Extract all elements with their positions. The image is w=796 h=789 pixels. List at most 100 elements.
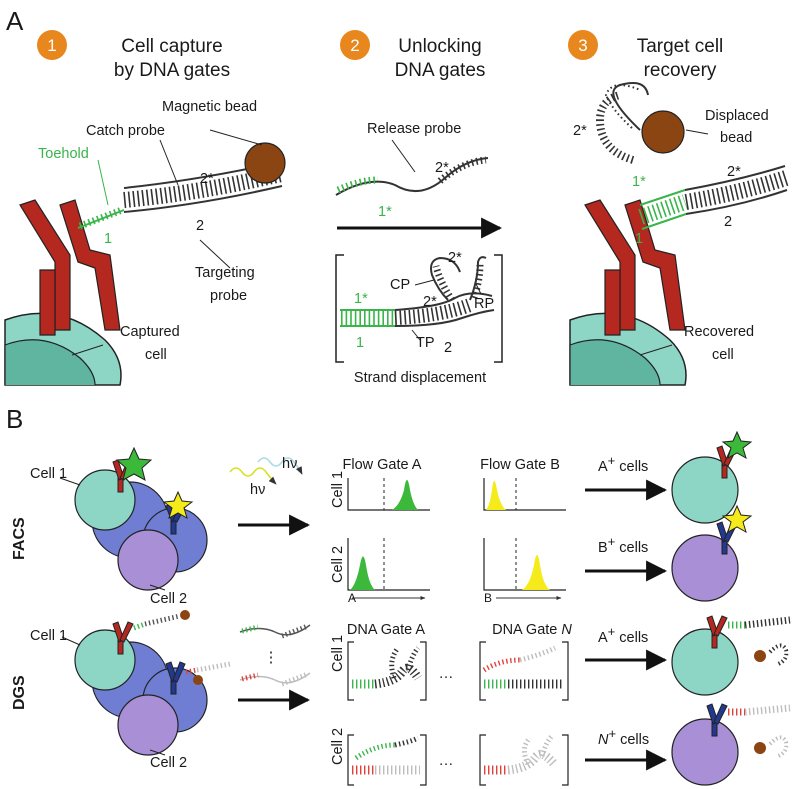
step-1-illustration: Magnetic bead Catch probe Toehold 2* 2 1… (4, 99, 286, 386)
cp-2star-mid-label: 2* (423, 294, 437, 310)
cell-nucleus (4, 339, 96, 386)
recovered-duplex (684, 170, 789, 210)
step-2-header: 2 Unlocking DNA gates (340, 30, 485, 81)
disp-2-label: 2 (444, 340, 452, 356)
segment-1-label: 1 (104, 231, 112, 247)
flow-gate-b-label: Flow Gate B (480, 457, 560, 473)
s3-2star-label: 2* (727, 164, 741, 180)
step-3-title-line1: Target cell (637, 36, 724, 57)
facs-plot-row1-label: Cell 1 (330, 471, 346, 508)
targeting-probe-label-line1: Targeting (195, 265, 255, 281)
dgs-cell-cluster: Cell 1 Cell 2 (30, 610, 231, 771)
step-1-header: 1 Cell capture by DNA gates (37, 30, 230, 81)
release-probe-label: Release probe (367, 121, 461, 137)
facs-row-label: FACS (11, 517, 28, 560)
step-1-title-line1: Cell capture (121, 36, 222, 57)
release-1star-label: 1* (378, 204, 392, 220)
facs-histogram-green-low (350, 556, 375, 590)
dgs-cell-2-label: Cell 2 (150, 755, 187, 771)
displaced-strand (595, 91, 635, 164)
dna-gate-n-cell2 (479, 734, 569, 786)
magnetic-bead-label: Magnetic bead (162, 99, 257, 115)
facs-cell-2-label: Cell 2 (150, 591, 187, 607)
dgs-vertical-ellipsis: ⋮ (264, 650, 279, 666)
step-1-circle (37, 30, 67, 60)
facs-histogram-yellow-high (522, 555, 550, 590)
s3-1star-label: 1* (632, 174, 646, 190)
disp-1star-label: 1* (354, 291, 368, 307)
facs-cell-2 (117, 529, 179, 591)
yellow-fluorophore-star (162, 490, 194, 520)
toehold-strand (78, 206, 124, 230)
facs-cell-cluster: Cell 1 Cell 2 (30, 446, 208, 607)
recovered-cell-label-line1: Recovered (684, 324, 754, 340)
step-2-illustration: Release probe 2* 1* 2* CP 2* RP 1* 1 TP (335, 121, 503, 386)
facs-axis-b-label: B (484, 591, 492, 605)
flow-gate-a-label: Flow Gate A (343, 457, 422, 473)
antibody-red-step3 (584, 199, 686, 336)
displaced-2star-label: 2* (573, 123, 587, 139)
displaced-bead-label-line2: bead (720, 130, 752, 146)
rp-label: RP (474, 296, 494, 312)
step-3-number: 3 (578, 36, 587, 55)
dna-gate-n-label: DNA Gate N (492, 622, 572, 638)
targeting-probe-label-line2: probe (210, 288, 247, 304)
disp-1-label: 1 (356, 335, 364, 351)
facs-plot-a1 (347, 478, 430, 511)
hv-yellow-label: hν (250, 482, 265, 498)
dgs-row-label: DGS (11, 675, 28, 710)
facs-a-output-cell (671, 430, 753, 524)
recovered-toehold-duplex (638, 194, 688, 225)
displaced-bead (641, 110, 685, 154)
facs-a-plus-cells-label: A+ cells (598, 453, 648, 475)
facs-cell-1-label: Cell 1 (30, 466, 67, 482)
panel-a-label: A (6, 6, 24, 36)
facs-histogram-yellow-low (486, 481, 506, 510)
step-3-header: 3 Target cell recovery (568, 30, 723, 81)
release-probe-strand (335, 157, 489, 196)
step-1-number: 1 (47, 36, 56, 55)
displacement-duplex (394, 298, 473, 325)
green-fluorophore-star (115, 446, 153, 481)
segment-2star-label: 2* (200, 171, 214, 187)
light-excitation: hν hν (229, 456, 303, 498)
cp-2star-top-label: 2* (448, 250, 462, 266)
step-3-illustration: 2* Displaced bead 1* 2* 1 2 Recovered ce… (569, 82, 789, 386)
antibody-red (19, 199, 121, 336)
cp-label: CP (390, 277, 410, 293)
dgs-a-plus-cells-label: A+ cells (598, 624, 648, 646)
dgs-row2-hellipsis: ··· (439, 756, 454, 772)
dgs-cell-1-label: Cell 1 (30, 628, 67, 644)
facs-b-output-cell (671, 504, 753, 602)
dna-gate-a-cell2 (347, 734, 427, 786)
facs-histogram-green-high (392, 480, 418, 510)
segment-2-label: 2 (196, 218, 204, 234)
captured-cell-label-line1: Captured (120, 324, 180, 340)
facs-plot-row2-label: Cell 2 (330, 546, 346, 583)
dgs-plot-row1-label: Cell 1 (330, 635, 346, 672)
dgs-release-probes: ⋮ (239, 623, 311, 687)
step-3-circle (568, 30, 598, 60)
facs-plot-b1 (483, 478, 566, 511)
displaced-bead-label-line1: Displaced (705, 108, 769, 124)
dgs-gate-strand-a (144, 613, 181, 627)
dgs-gate-strand-n (196, 661, 231, 673)
s3-1-label: 1 (635, 231, 643, 247)
dna-gate-a-label: DNA Gate A (347, 622, 426, 638)
bead-leader (209, 129, 263, 146)
catch-probe-label: Catch probe (86, 123, 165, 139)
step-2-circle (340, 30, 370, 60)
step-1-title-line2: by DNA gates (114, 60, 230, 81)
facs-plot-a2: A (347, 538, 430, 605)
captured-cell-label-line2: cell (145, 347, 167, 363)
dna-gate-n-cell1 (479, 641, 569, 701)
step-3-title-line2: recovery (644, 60, 717, 81)
step-2-title-line2: DNA gates (395, 60, 486, 81)
dgs-n-output-cell (671, 703, 791, 786)
tp-label: TP (416, 335, 435, 351)
dgs-plot-row2-label: Cell 2 (330, 728, 346, 765)
facs-axis-a-label: A (348, 591, 356, 605)
step-2-number: 2 (350, 36, 359, 55)
facs-plot-b2: B (483, 538, 566, 605)
